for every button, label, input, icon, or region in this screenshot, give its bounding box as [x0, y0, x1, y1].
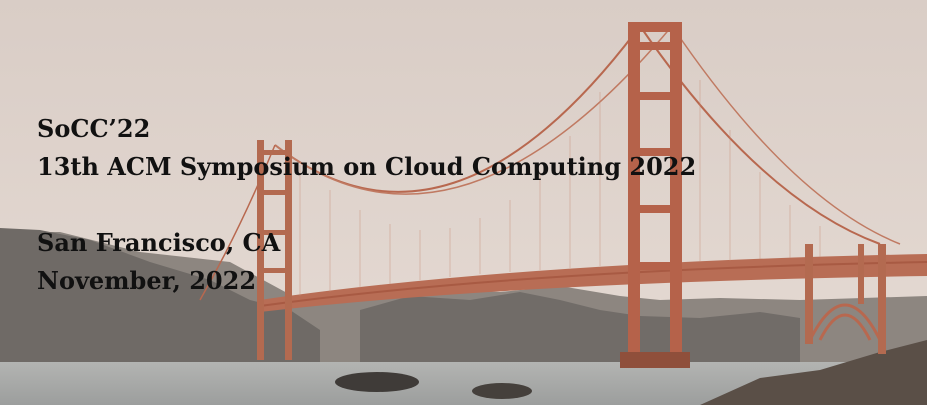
main-tower [620, 22, 690, 368]
conference-headline: SoCC’22 13th ACM Symposium on Cloud Comp… [37, 110, 696, 300]
bridge-deck [260, 254, 927, 312]
mid-hills [360, 292, 800, 362]
conference-date: November, 2022 [37, 266, 257, 295]
conference-short-name: SoCC’22 [37, 114, 151, 143]
conference-location: San Francisco, CA [37, 228, 281, 257]
spacer [37, 186, 696, 224]
left-tower [257, 140, 292, 360]
fort-point-arch [808, 303, 882, 341]
rock [335, 372, 419, 392]
shore-rocks [700, 340, 927, 405]
rock [472, 383, 532, 399]
conference-full-name: 13th ACM Symposium on Cloud Computing 20… [37, 152, 697, 181]
headland [0, 228, 320, 372]
